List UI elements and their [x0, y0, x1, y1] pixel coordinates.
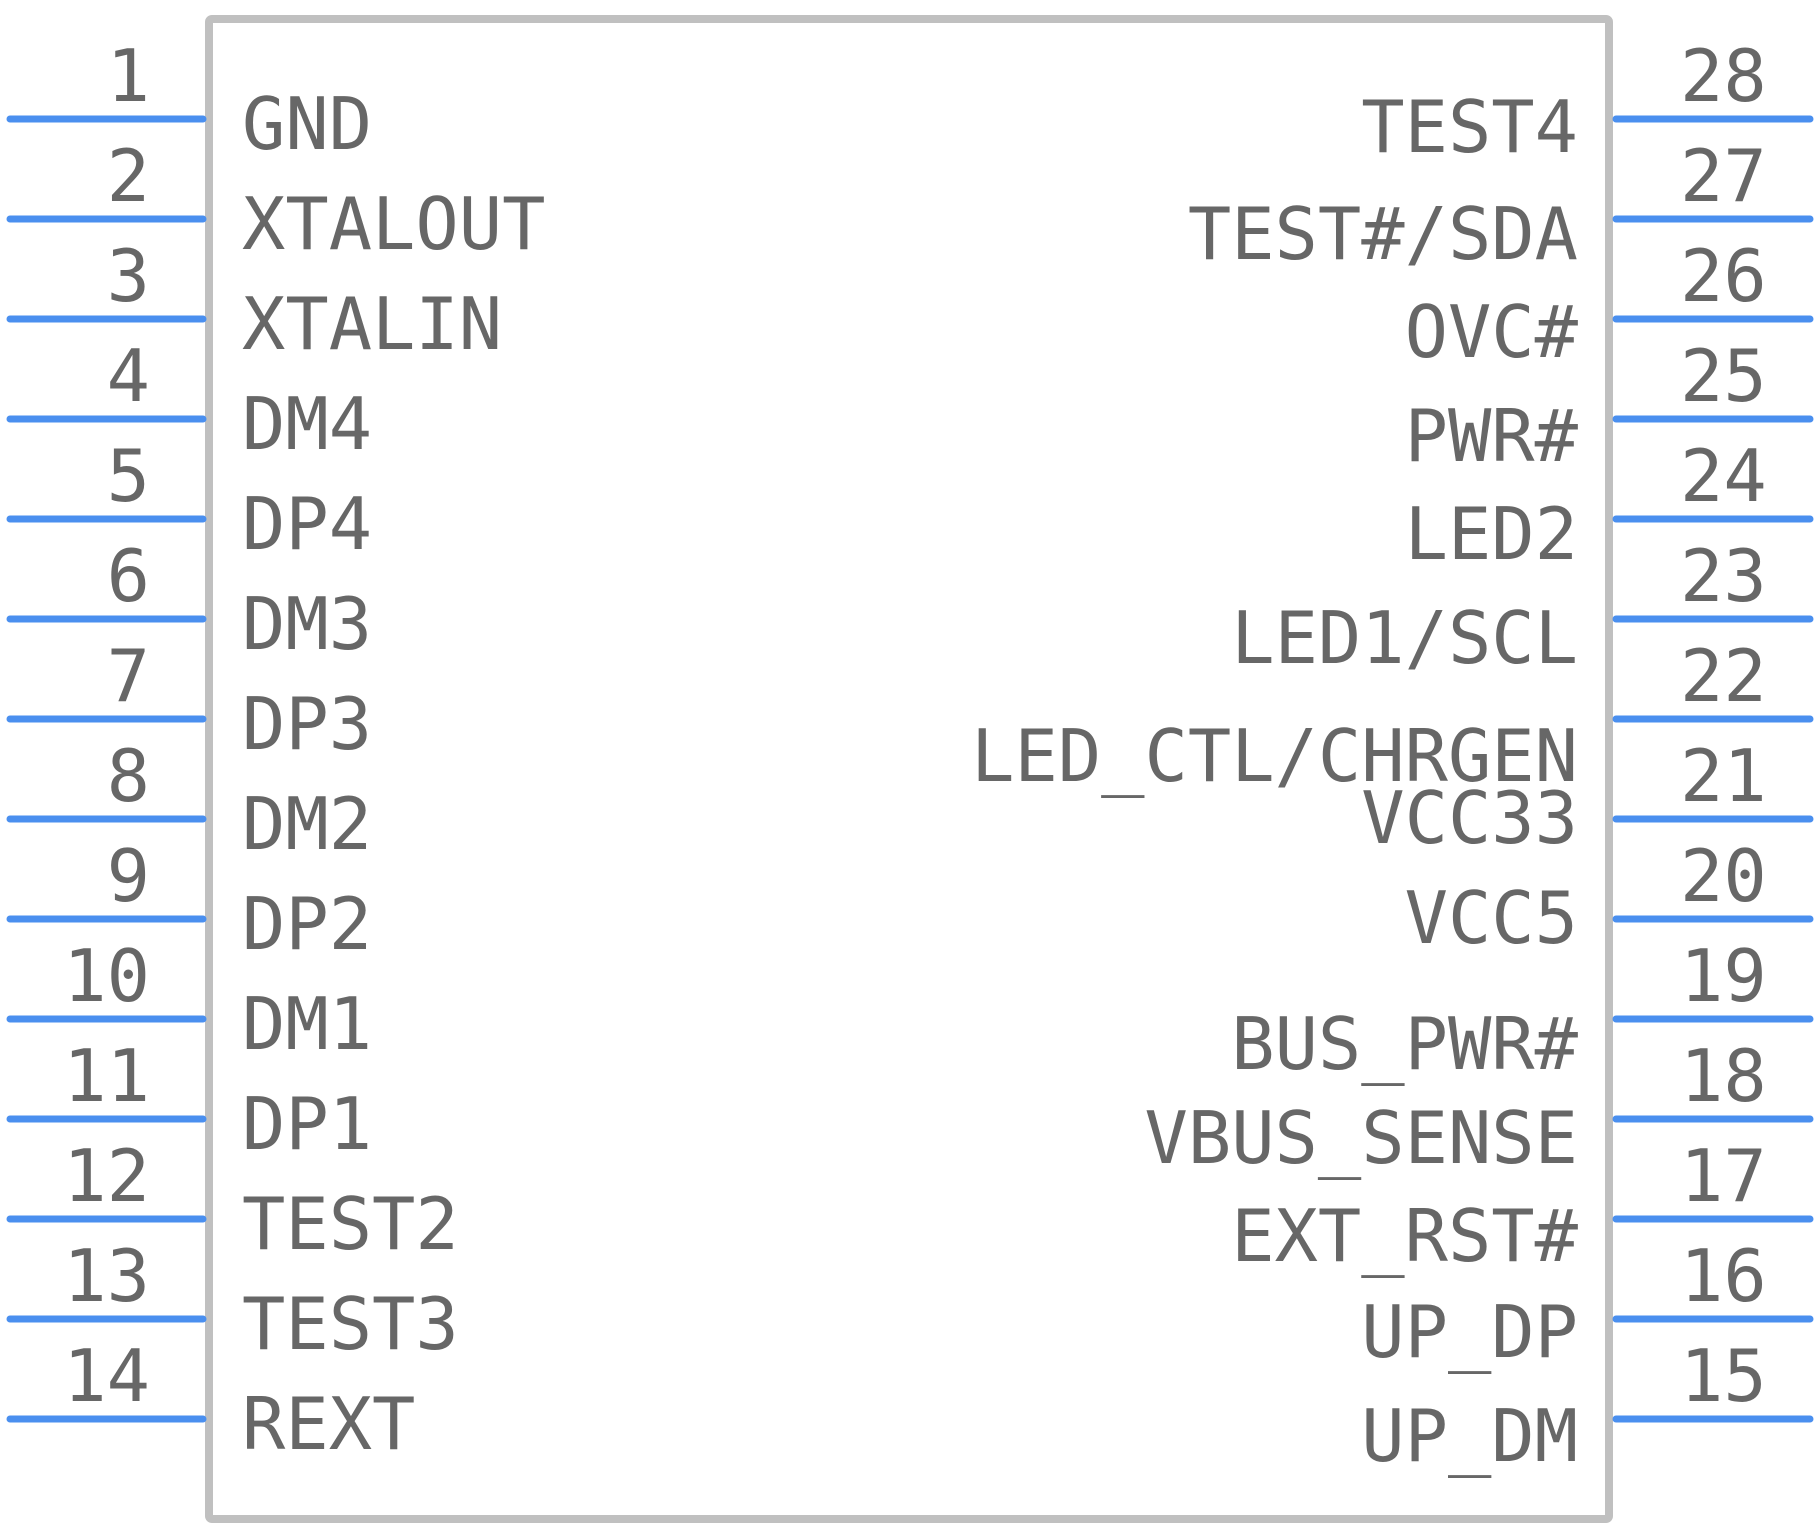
- pin-name: XTALIN: [242, 282, 502, 366]
- pin-name: OVC#: [1405, 290, 1579, 374]
- pin-name: LED_CTL/CHRGEN: [971, 714, 1578, 798]
- pin-number: 8: [107, 734, 150, 818]
- pin-name: TEST4: [1361, 85, 1578, 169]
- pin-name: XTALOUT: [242, 182, 545, 266]
- pin-number: 18: [1680, 1034, 1767, 1118]
- pin-number: 28: [1680, 34, 1767, 118]
- pin-name: VCC5: [1405, 876, 1578, 960]
- pin-name: REXT: [242, 1382, 415, 1466]
- pin-name: DP3: [242, 682, 372, 766]
- pin-name: DM3: [242, 582, 372, 666]
- pin-number: 21: [1680, 734, 1767, 818]
- pin-name: VCC33: [1361, 776, 1578, 860]
- pin-number: 9: [107, 834, 150, 918]
- pin-number: 17: [1680, 1134, 1767, 1218]
- pin-name: EXT_RST#: [1231, 1194, 1578, 1278]
- pin-name: DP4: [242, 482, 372, 566]
- pin-number: 1: [107, 34, 150, 118]
- pin-number: 7: [107, 634, 150, 718]
- pin-number: 11: [63, 1034, 150, 1118]
- pin-name: DP1: [242, 1082, 372, 1166]
- pin-number: 2: [107, 134, 150, 218]
- pin-name: TEST2: [242, 1182, 459, 1266]
- pin-name: DM1: [242, 982, 372, 1066]
- pin-number: 5: [107, 434, 150, 518]
- pin-number: 16: [1680, 1234, 1767, 1318]
- pin-name: BUS_PWR#: [1231, 1002, 1578, 1086]
- pin-name: LED2: [1405, 492, 1578, 576]
- pin-number: 26: [1680, 234, 1767, 318]
- pin-name: DM2: [242, 782, 372, 866]
- pin-name: GND: [242, 82, 372, 166]
- pin-name: PWR#: [1405, 394, 1579, 478]
- pin-name: TEST3: [242, 1282, 459, 1366]
- pin-name: VBUS_SENSE: [1145, 1096, 1578, 1180]
- pin-number: 10: [63, 934, 150, 1018]
- pin-number: 25: [1680, 334, 1767, 418]
- pin-number: 3: [107, 234, 150, 318]
- pin-number: 27: [1680, 134, 1767, 218]
- pin-number: 23: [1680, 534, 1767, 618]
- pin-number: 6: [107, 534, 150, 618]
- pin-number: 13: [63, 1234, 150, 1318]
- pin-number: 15: [1680, 1334, 1767, 1418]
- pin-number: 22: [1680, 634, 1767, 718]
- pin-number: 24: [1680, 434, 1767, 518]
- pin-name: DP2: [242, 882, 372, 966]
- pin-number: 4: [107, 334, 150, 418]
- pin-name: UP_DP: [1361, 1290, 1578, 1374]
- pin-name: TEST#/SDA: [1188, 192, 1578, 276]
- pin-name: LED1/SCL: [1231, 596, 1578, 680]
- pin-number: 20: [1680, 834, 1767, 918]
- left-pin-group: 1GND2XTALOUT3XTALIN4DM45DP46DM37DP38DM29…: [6, 34, 545, 1466]
- pin-number: 19: [1680, 934, 1767, 1018]
- ic-body-outline: [205, 15, 1613, 1523]
- pin-number: 12: [63, 1134, 150, 1218]
- pin-name: UP_DM: [1361, 1394, 1578, 1478]
- pin-number: 14: [63, 1334, 150, 1418]
- pin-name: DM4: [242, 382, 372, 466]
